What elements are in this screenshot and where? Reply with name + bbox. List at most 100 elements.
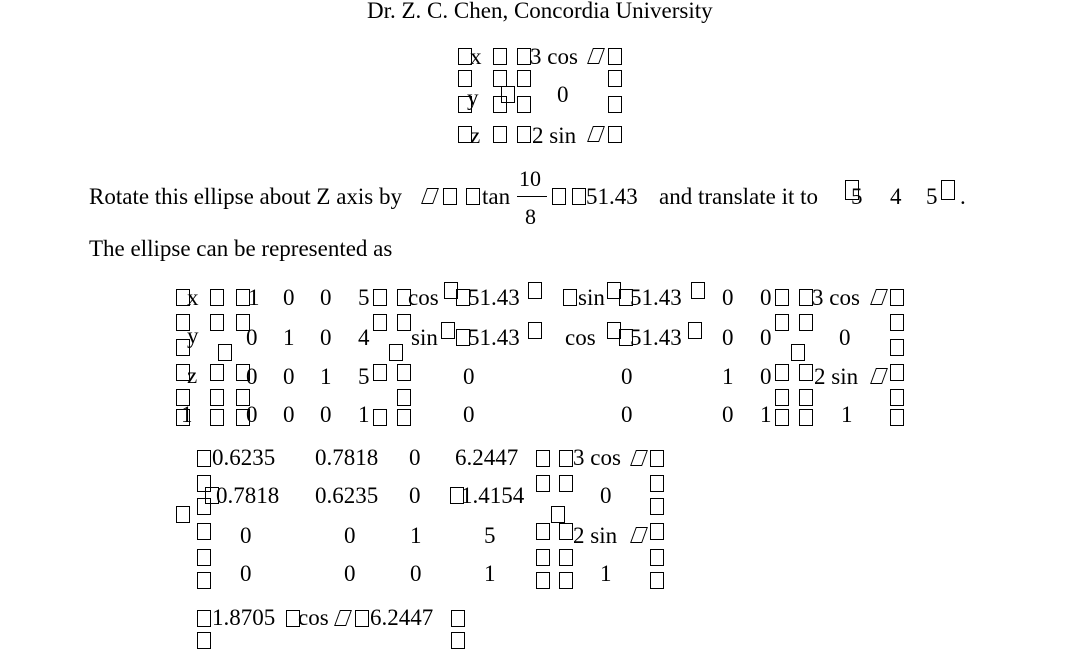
bracket-glyph	[536, 523, 550, 540]
bracket-glyph	[552, 188, 566, 205]
bracket-glyph	[444, 282, 458, 299]
bracket-glyph	[650, 475, 664, 492]
bracket-glyph	[458, 48, 472, 65]
r-cell: 0	[760, 325, 772, 350]
bracket-glyph	[608, 48, 622, 65]
bracket-glyph	[890, 289, 904, 306]
bracket-glyph	[355, 610, 369, 627]
bracket-glyph	[397, 364, 411, 381]
bracket-glyph	[607, 282, 621, 299]
lhs-z: z	[187, 363, 198, 388]
bracket-glyph	[791, 344, 805, 361]
bracket-glyph	[176, 409, 190, 426]
bracket-glyph	[517, 48, 531, 65]
author-header: Dr. Z. C. Chen, Concordia University	[367, 0, 713, 23]
r-cell: 0	[621, 402, 633, 427]
bracket-glyph	[197, 523, 211, 540]
bracket-glyph	[397, 289, 411, 306]
bracket-glyph	[450, 487, 464, 504]
bracket-glyph	[559, 572, 573, 589]
bracket-glyph	[799, 289, 813, 306]
r-cell: 0	[722, 402, 734, 427]
final-const: 6.2447	[370, 605, 434, 630]
bracket-glyph	[397, 314, 411, 331]
product-cell: 1	[484, 561, 496, 586]
bracket-glyph	[650, 572, 664, 589]
bracket-glyph	[197, 475, 211, 492]
r-cell: cos	[565, 325, 596, 350]
theta-glyph	[587, 48, 605, 64]
product-cell: 0	[409, 483, 421, 508]
theta-glyph	[334, 610, 352, 626]
bracket-glyph	[197, 610, 211, 627]
bracket-glyph	[493, 96, 507, 113]
product-p-cell: 0	[600, 483, 612, 508]
bracket-glyph	[210, 389, 224, 406]
r-cell: 0	[760, 285, 772, 310]
product-cell: 0.6235	[212, 445, 276, 470]
bracket-glyph	[799, 409, 813, 426]
bracket-glyph	[443, 188, 457, 205]
product-cell: 6.2447	[455, 445, 519, 470]
theta-glyph	[630, 450, 648, 466]
bracket-glyph	[176, 339, 190, 356]
bracket-glyph	[619, 329, 633, 346]
product-p-cell: 3 cos	[573, 445, 621, 470]
bracket-glyph	[890, 339, 904, 356]
bracket-glyph	[572, 188, 586, 205]
bracket-glyph	[389, 344, 403, 361]
bracket-glyph	[373, 289, 387, 306]
product-cell: 0	[410, 561, 422, 586]
bracket-glyph	[799, 389, 813, 406]
rotate-text-middle: and translate it to	[659, 184, 819, 209]
bracket-glyph	[456, 289, 470, 306]
bracket-glyph	[563, 289, 577, 306]
bracket-glyph	[536, 475, 550, 492]
bracket-glyph	[236, 364, 250, 381]
t-cell: 0	[320, 285, 332, 310]
fraction-numerator: 10	[519, 166, 541, 191]
bracket-glyph	[205, 487, 219, 504]
t-cell: 1	[248, 285, 260, 310]
bracket-glyph	[775, 289, 789, 306]
bracket-glyph	[775, 409, 789, 426]
translate-y: 4	[890, 184, 902, 209]
bracket-glyph	[210, 314, 224, 331]
product-cell: 0	[409, 445, 421, 470]
rotate-text-before: Rotate this ellipse about Z axis by	[89, 184, 403, 209]
product-cell: 0	[240, 561, 252, 586]
bracket-glyph	[501, 86, 515, 103]
bracket-glyph	[441, 322, 455, 339]
bracket-glyph	[551, 506, 565, 523]
bracket-glyph	[373, 314, 387, 331]
bracket-glyph	[607, 322, 621, 339]
rotation-angle: 51.43	[586, 184, 638, 209]
bracket-glyph	[559, 549, 573, 566]
p-cell: 2 sin	[814, 364, 859, 389]
t-cell: 0	[283, 285, 295, 310]
bracket-glyph	[236, 409, 250, 426]
product-cell: 0	[240, 523, 252, 548]
bracket-glyph	[493, 126, 507, 143]
var-x: x	[470, 44, 482, 69]
bracket-glyph	[236, 289, 250, 306]
bracket-glyph	[373, 409, 387, 426]
bracket-glyph	[493, 48, 507, 65]
bracket-glyph	[210, 409, 224, 426]
bracket-glyph	[688, 322, 702, 339]
product-p-cell: 2 sin	[573, 523, 618, 548]
bracket-glyph	[650, 450, 664, 467]
bracket-glyph	[458, 96, 472, 113]
t-cell: 1	[283, 325, 295, 350]
bracket-glyph	[608, 70, 622, 87]
t-cell: 0	[283, 364, 295, 389]
t-cell: 0	[283, 402, 295, 427]
bracket-glyph	[536, 450, 550, 467]
bracket-glyph	[397, 389, 411, 406]
bracket-glyph	[650, 549, 664, 566]
t-cell: 0	[246, 402, 258, 427]
bracket-glyph	[451, 610, 465, 627]
var-y: y	[467, 85, 479, 110]
final-func: cos	[298, 605, 329, 630]
